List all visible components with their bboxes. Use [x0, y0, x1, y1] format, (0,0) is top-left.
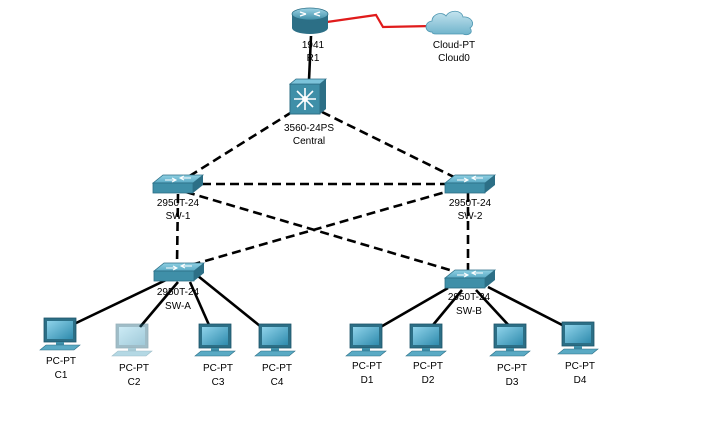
device-name-label: SW-2: [458, 211, 483, 222]
link-sw1-swa[interactable]: [175, 193, 180, 265]
device-name-label: C1: [55, 370, 68, 381]
device-name-label: Cloud0: [438, 53, 470, 64]
device-name-label: R1: [307, 53, 320, 64]
switch-icon: [443, 174, 497, 194]
link-swa-c4[interactable]: [197, 274, 266, 332]
link-swa-c2[interactable]: [139, 281, 179, 328]
device-model-label: 2950T-24: [448, 292, 491, 303]
device-model-label: PC-PT: [352, 361, 382, 372]
device-c1[interactable]: PC-PT C1: [39, 317, 81, 381]
pc-icon: [194, 323, 236, 357]
device-model-label: PC-PT: [565, 361, 595, 372]
links-layer: [73, 13, 573, 334]
device-model-label: PC-PT: [262, 363, 292, 374]
device-name-label: C2: [128, 377, 141, 388]
device-d4[interactable]: PC-PT D4: [557, 321, 599, 386]
router-icon: [291, 7, 329, 34]
device-c4[interactable]: PC-PT C4: [254, 323, 296, 388]
pc-icon: [345, 323, 387, 357]
device-sw2[interactable]: 2950T-24 SW-2: [443, 174, 497, 222]
device-d2[interactable]: PC-PT D2: [405, 323, 447, 386]
device-model-label: 2950T-24: [157, 287, 200, 298]
switch-icon: [152, 262, 206, 282]
pc-icon: [39, 317, 81, 351]
device-central[interactable]: 3560-24PS Central: [284, 78, 334, 147]
device-model-label: PC-PT: [203, 363, 233, 374]
link-swa-c1[interactable]: [73, 278, 167, 326]
device-model-label: 2950T-24: [449, 198, 492, 209]
link-central-sw1[interactable]: [187, 110, 293, 179]
link-swa-c3[interactable]: [188, 281, 211, 326]
device-model-label: 2950T-24: [157, 198, 200, 209]
device-r1[interactable]: 1941 R1: [291, 7, 329, 64]
pc-icon: [405, 323, 447, 357]
link-central-sw2[interactable]: [321, 110, 459, 181]
cloud-icon: [425, 10, 473, 36]
device-model-label: PC-PT: [413, 361, 443, 372]
link-swb-d1[interactable]: [371, 286, 449, 334]
device-name-label: Central: [293, 136, 325, 147]
device-c2[interactable]: PC-PT C2: [111, 323, 153, 388]
switch-icon: [443, 269, 497, 289]
pc-icon: [489, 323, 531, 357]
device-name-label: D3: [506, 377, 519, 388]
pc-icon: [111, 323, 153, 357]
device-name-label: SW-B: [456, 306, 482, 317]
switch-icon: [151, 174, 205, 194]
device-model-label: PC-PT: [497, 363, 527, 374]
pc-icon: [254, 323, 296, 357]
link-swb-d4[interactable]: [487, 285, 573, 332]
pc-icon: [557, 321, 599, 355]
device-name-label: SW-A: [165, 301, 191, 312]
device-name-label: D4: [574, 375, 587, 386]
device-swa[interactable]: 2950T-24 SW-A: [152, 262, 206, 312]
device-model-label: 1941: [302, 40, 325, 51]
multilayer-switch-icon: [288, 78, 328, 115]
device-name-label: D1: [361, 375, 374, 386]
link-sw2-swa[interactable]: [190, 187, 457, 267]
device-name-label: D2: [422, 375, 435, 386]
device-model-label: Cloud-PT: [433, 40, 475, 51]
device-d1[interactable]: PC-PT D1: [345, 323, 387, 386]
link-r1-cloud0[interactable]: [326, 13, 433, 29]
device-cloud0[interactable]: Cloud-PT Cloud0: [425, 10, 475, 64]
device-c3[interactable]: PC-PT C3: [194, 323, 236, 388]
link-swb-d2[interactable]: [431, 289, 464, 326]
device-model-label: PC-PT: [46, 356, 76, 367]
link-r1-central[interactable]: [307, 35, 313, 81]
device-name-label: C4: [271, 377, 284, 388]
link-swb-d3[interactable]: [475, 289, 514, 331]
device-d3[interactable]: PC-PT D3: [489, 323, 531, 388]
link-sw1-swb[interactable]: [185, 190, 461, 275]
device-model-label: PC-PT: [119, 363, 149, 374]
device-swb[interactable]: 2950T-24 SW-B: [443, 269, 497, 317]
device-name-label: C3: [212, 377, 225, 388]
device-model-label: 3560-24PS: [284, 123, 334, 134]
device-sw1[interactable]: 2950T-24 SW-1: [151, 174, 205, 222]
device-name-label: SW-1: [166, 211, 191, 222]
